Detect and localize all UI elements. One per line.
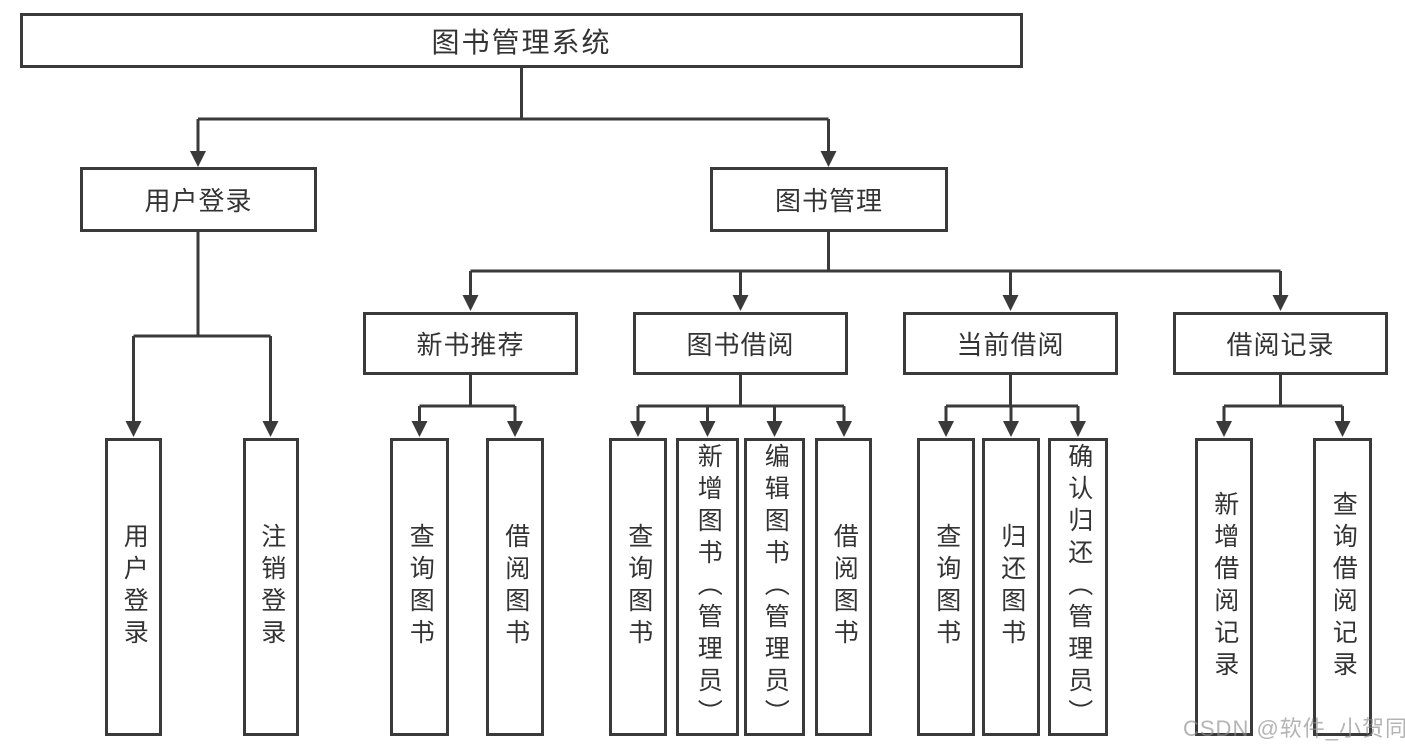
- leaf-add-books-admin: 新增图书（管理员）: [676, 438, 739, 736]
- leaf-confirm-return-admin: 确认归还（管理员）: [1048, 438, 1108, 736]
- leaf-user-login: 用户登录: [105, 438, 162, 736]
- leaf-query-books-borrow: 查询图书: [609, 438, 667, 736]
- leaf-borrow-books-recommend: 借阅图书: [486, 438, 544, 736]
- node-book-management: 图书管理: [710, 167, 948, 232]
- leaf-borrow-books: 借阅图书: [815, 438, 872, 736]
- arrowheads: [125, 151, 1351, 437]
- leaf-add-borrow-record: 新增借阅记录: [1195, 438, 1253, 736]
- node-current-borrow: 当前借阅: [903, 312, 1118, 375]
- node-new-book-recommend: 新书推荐: [363, 312, 578, 375]
- csdn-watermark: CSDN @软件_小贺同学: [1183, 716, 1405, 741]
- node-library-management-system: 图书管理系统: [20, 13, 1023, 68]
- node-user-login: 用户登录: [80, 167, 317, 232]
- leaf-query-books-recommend: 查询图书: [390, 438, 449, 736]
- node-book-borrow: 图书借阅: [633, 312, 848, 375]
- leaf-edit-books-admin: 编辑图书（管理员）: [744, 438, 805, 736]
- leaf-query-books-current: 查询图书: [917, 438, 975, 736]
- leaf-return-books: 归还图书: [982, 438, 1040, 736]
- leaf-logout: 注销登录: [243, 438, 299, 736]
- node-borrow-records: 借阅记录: [1173, 312, 1388, 375]
- leaf-query-borrow-record: 查询借阅记录: [1313, 438, 1372, 736]
